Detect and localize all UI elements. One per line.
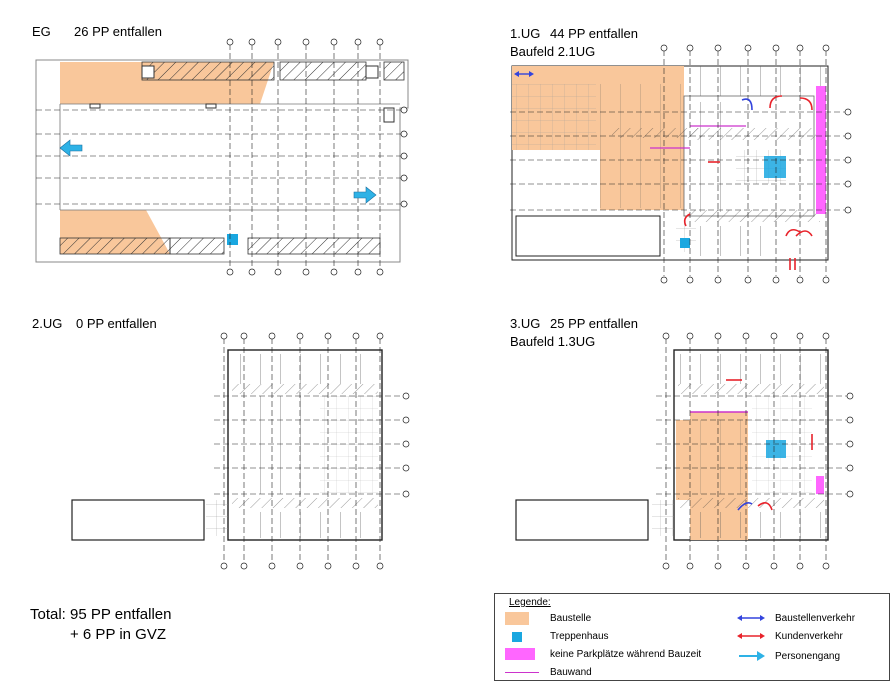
eg-personengang-arrow-left [59,139,83,157]
ug2-title: 2.UG [32,316,63,331]
personengang-arrow-icon [739,651,765,661]
eg-plan [35,38,409,276]
ug3-plan [515,332,854,570]
ug3-kundenverkehr-arrows [726,379,813,511]
legend-item-personengang: Personengang [775,651,841,662]
legend-item-baustellenverkehr: Baustellenverkehr [775,613,856,624]
ug2-count: 0 PP entfallen [76,316,157,331]
legend-item-bauwand: Bauwand [550,667,592,678]
ug1-count: 44 PP entfallen [550,26,638,41]
eg-count: 26 PP entfallen [74,24,162,39]
ug1-title: 1.UG [510,26,541,41]
legend-item-kundenverkehr: Kundenverkehr [775,631,843,642]
ug3-title: 3.UG [510,316,541,331]
total-line-1: Total: 95 PP entfallen [30,606,172,623]
ug1-plan [510,44,852,284]
baustelle-swatch [505,612,529,625]
baustellenverkehr-arrow-icon [737,615,765,621]
ug1-baufeld: Baufeld 2.1UG [510,44,596,59]
ug3-baufeld: Baufeld 1.3UG [510,334,596,349]
ug2-plan [71,332,410,570]
total-line-2: + 6 PP in GVZ [70,626,167,643]
eg-title: EG [32,24,51,39]
keine-pp-swatch [505,648,535,660]
legend-item-keine-parkplaetze: keine Parkplätze während Bauzeit [550,649,702,660]
legend: Legende: Baustelle Treppenhaus keine Par… [494,593,890,681]
eg-personengang-arrow-right [353,186,377,204]
treppenhaus-swatch [512,632,522,642]
legend-title: Legende: [509,597,551,608]
legend-arrow-icons [737,615,765,661]
ug1-baustellenverkehr-arrow [514,71,534,77]
legend-item-baustelle: Baustelle [550,613,592,624]
legend-item-treppenhaus: Treppenhaus [550,631,609,642]
ug3-count: 25 PP entfallen [550,316,638,331]
kundenverkehr-arrow-icon [737,633,765,639]
ug1-kundenverkehr-arrows [683,95,813,270]
bauwand-swatch [505,672,539,673]
